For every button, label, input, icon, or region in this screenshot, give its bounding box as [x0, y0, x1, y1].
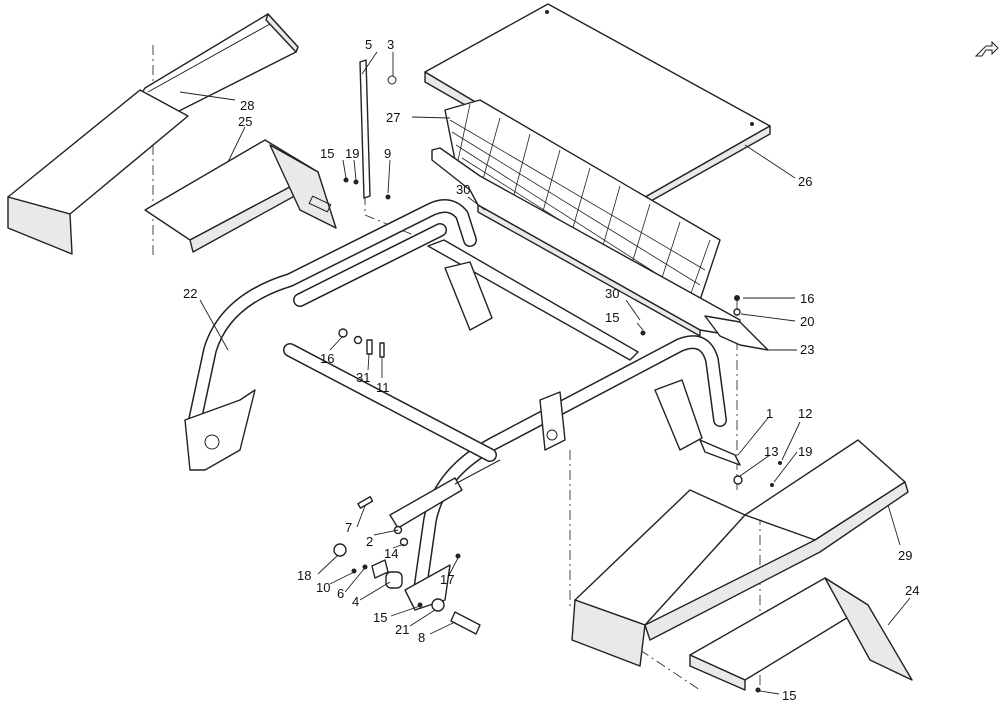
callout-label: 1 [766, 406, 773, 421]
part-23-bracket [704, 315, 769, 351]
callout-label: 15 [605, 310, 619, 325]
callout-label: 8 [418, 630, 425, 645]
callout-label: 17 [440, 572, 454, 587]
callout-label: 2 [366, 534, 373, 549]
part-28-rear-fender [7, 13, 299, 255]
callout-label: 25 [238, 114, 252, 129]
callout-label: 29 [898, 548, 912, 563]
callout-label: 21 [395, 622, 409, 637]
part-5-vertical-rod [359, 59, 397, 199]
callout-label: 7 [345, 520, 352, 535]
callout-label: 23 [800, 342, 814, 357]
callout-label: 20 [800, 314, 814, 329]
part-22-main-frame [184, 199, 727, 611]
hand-pointer-icon [974, 40, 999, 57]
callout-label: 4 [352, 594, 359, 609]
hardware [333, 177, 782, 693]
callout-label: 24 [905, 583, 919, 598]
part-30-bracket-rail [431, 147, 741, 337]
part-29-right-fender [571, 439, 909, 667]
callout-label: 11 [376, 380, 390, 395]
part-24-lower-panel [689, 577, 913, 691]
callout-label: 15 [373, 610, 387, 625]
callout-label: 15 [320, 146, 334, 161]
callout-label: 28 [240, 98, 254, 113]
callout-label: 31 [356, 370, 370, 385]
part-25-fender-panel [144, 139, 337, 253]
callout-label: 5 [365, 37, 372, 52]
leader-lines [179, 51, 911, 695]
callout-label: 19 [345, 146, 359, 161]
callout-label: 6 [337, 586, 344, 601]
callout-label: 14 [384, 546, 398, 561]
callout-label: 12 [798, 406, 812, 421]
callout-label: 30 [605, 286, 619, 301]
callout-label: 26 [798, 174, 812, 189]
callout-label: 18 [297, 568, 311, 583]
callout-label: 9 [384, 146, 391, 161]
gas-strut [389, 439, 741, 529]
callout-label: 27 [386, 110, 400, 125]
callout-label: 10 [316, 580, 330, 595]
callout-label: 13 [764, 444, 778, 459]
rear-cross-member [427, 239, 703, 451]
callout-label: 16 [800, 291, 814, 306]
callout-label: 16 [320, 351, 334, 366]
callout-label: 30 [456, 182, 470, 197]
callout-label: 22 [183, 286, 197, 301]
callout-label: 15 [782, 688, 796, 703]
callout-label: 19 [798, 444, 812, 459]
callout-label: 3 [387, 37, 394, 52]
callout-labels: 28 25 5 3 15 19 9 27 26 30 22 16 31 11 3… [183, 37, 919, 703]
